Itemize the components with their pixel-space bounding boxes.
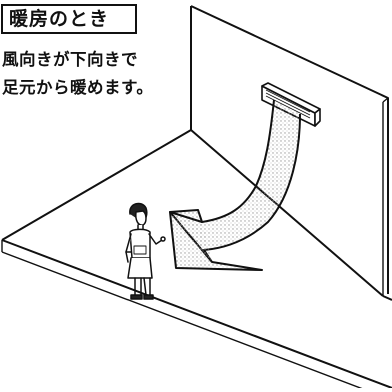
caption-line-1: 風向きが下向きで [2,50,138,69]
floor [1,129,392,392]
caption-line-2: 足元から暖めます。 [2,78,154,97]
air-conditioner-icon [261,82,321,127]
warm-airflow-arrow [169,99,301,271]
back-wall [190,5,389,296]
heading-box: 暖房のとき [1,4,137,34]
person-figure [125,202,166,300]
